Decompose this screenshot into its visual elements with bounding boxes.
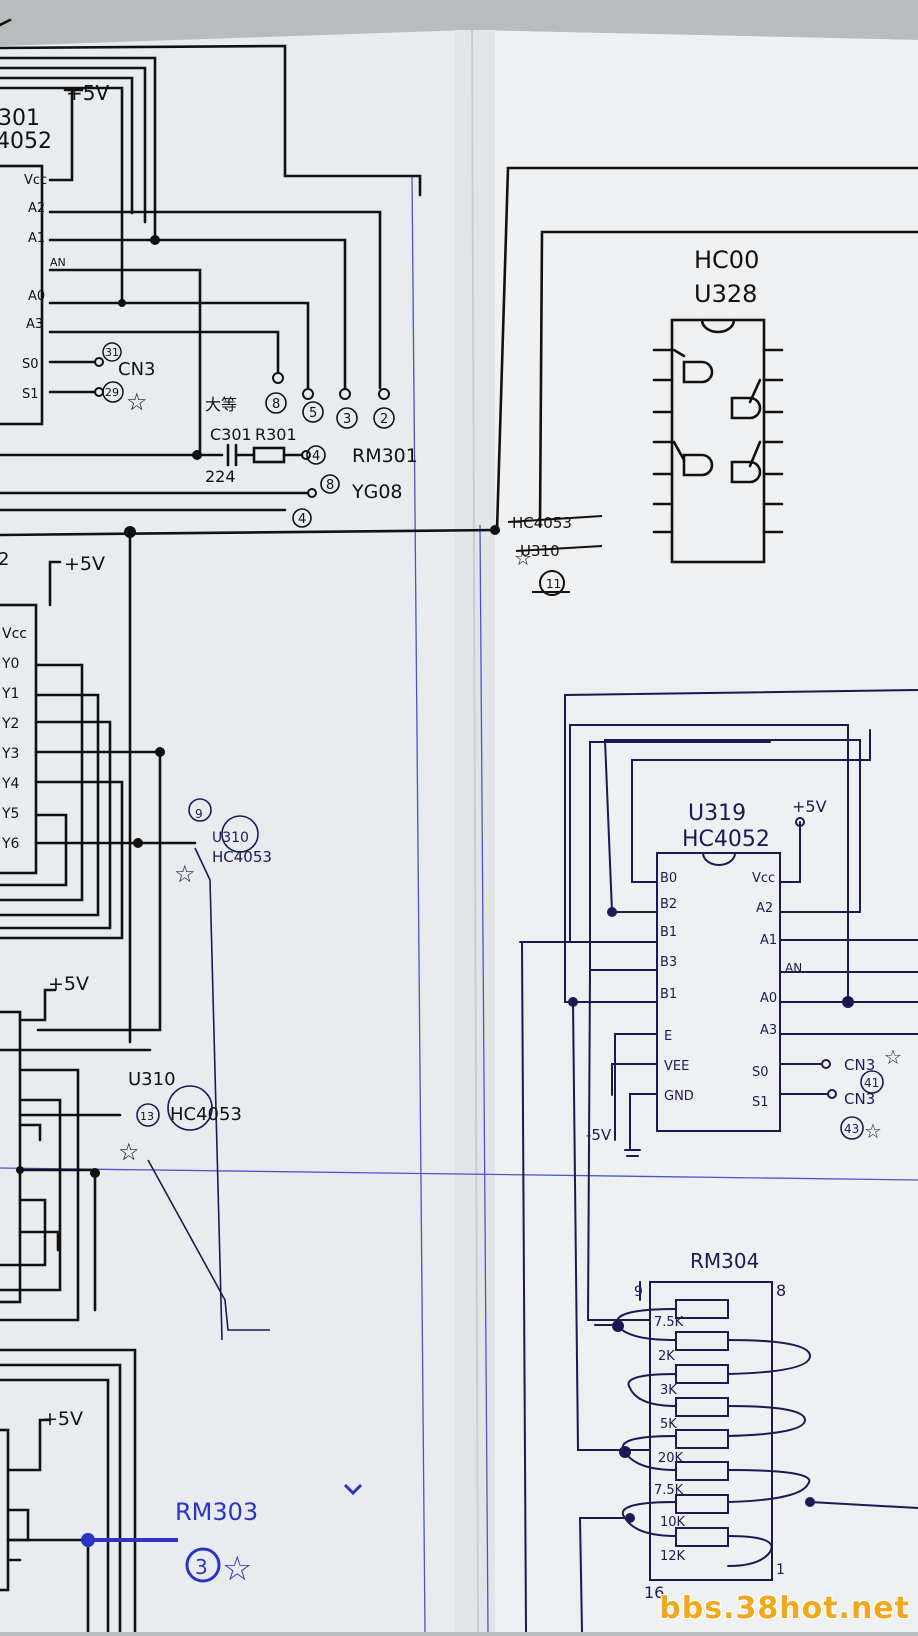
strike-u310: U310 <box>520 542 560 560</box>
yg08-label: YG08 <box>351 481 403 503</box>
cap-value: 224 <box>205 467 236 486</box>
resistor-value: 2K <box>658 1349 675 1364</box>
star-mark-icon: ☆ <box>126 388 148 416</box>
pin-label: GND <box>664 1089 694 1104</box>
pin-label: Y6 <box>1 836 20 852</box>
star-mark-icon: ☆ <box>864 1119 882 1143</box>
pin-label: B0 <box>660 871 677 886</box>
pin-mark: 29 <box>105 386 119 399</box>
pin-label: Vcc <box>24 173 47 188</box>
circled-number: 5 <box>309 406 317 421</box>
pin-label: B2 <box>660 897 677 912</box>
rm304-label: RM304 <box>690 1249 759 1273</box>
hidden-id-text: 301 <box>0 106 40 131</box>
pin-label: AN <box>785 961 802 975</box>
pin-label: B1 <box>660 987 677 1002</box>
hidden-part-text: 4052 <box>0 129 52 154</box>
star-mark-icon: ☆ <box>514 546 532 570</box>
rm303-label: RM303 <box>175 1498 258 1526</box>
strike-num: 11 <box>546 577 561 591</box>
pin-label: Vcc <box>752 871 775 886</box>
star-mark-icon: ☆ <box>884 1045 902 1069</box>
note-u310: U310 <box>128 1069 176 1090</box>
resistor-value: 10K <box>660 1515 686 1530</box>
pin-label: Vcc <box>2 626 27 642</box>
circled-number: 4 <box>312 449 320 464</box>
resistor-value: 7.5K <box>654 1483 684 1498</box>
chip-ref-partial: 2 <box>0 549 9 570</box>
note-pin: 13 <box>140 1110 154 1123</box>
pin-label: Y0 <box>1 656 19 672</box>
hc00-ref-label: U328 <box>694 280 757 308</box>
star-mark-icon: ☆ <box>222 1549 252 1589</box>
supply-label: +5V <box>792 797 827 816</box>
pin-label: S0 <box>22 357 39 372</box>
pin-label: Y2 <box>1 716 19 732</box>
note-hc4053: HC4053 <box>212 848 272 866</box>
pin-label: A1 <box>760 933 777 948</box>
cn3-label: CN3 <box>844 1090 875 1108</box>
supply-label: +5V <box>66 81 109 105</box>
supply-label: +5V <box>64 553 105 575</box>
note-num: 9 <box>195 807 203 821</box>
circled-number: 4 <box>298 512 306 527</box>
rm301-label: RM301 <box>352 445 418 467</box>
pin-label: S1 <box>22 387 39 402</box>
resistor-value: 12K <box>660 1549 686 1564</box>
pin-label: A0 <box>28 289 45 304</box>
pin-label: A0 <box>760 991 777 1006</box>
rm304-pin: 9 <box>634 1284 643 1300</box>
circled-number: 8 <box>272 397 280 412</box>
pin-label: VEE <box>664 1059 689 1074</box>
rm304-pin: 1 <box>776 1562 785 1578</box>
pin-label: A2 <box>28 201 45 216</box>
resistor-value: 5K <box>660 1417 677 1432</box>
resistor-value: 7.5K <box>654 1315 684 1330</box>
rm303-pin: 3 <box>195 1555 208 1579</box>
note-u310: U310 <box>212 830 249 846</box>
u319-part-label: HC4052 <box>682 827 770 852</box>
rm304-pin: 16 <box>644 1583 664 1602</box>
pin-label: Y1 <box>1 686 19 702</box>
pin-label: Y3 <box>1 746 19 762</box>
pin-label: B3 <box>660 955 677 970</box>
note-hc4053: HC4053 <box>170 1104 242 1125</box>
star-mark-icon: ☆ <box>174 860 196 888</box>
pin-label: S1 <box>752 1095 769 1110</box>
circled-number: 2 <box>380 412 388 427</box>
neg-supply-label: -5V <box>586 1126 612 1144</box>
hc00-part-label: HC00 <box>694 246 759 274</box>
cap-note: 大等 <box>205 395 237 414</box>
pin-label: Y5 <box>1 806 19 822</box>
r301-label: R301 <box>255 425 297 444</box>
u319-ref-label: U319 <box>688 801 746 826</box>
resistor-value: 3K <box>660 1383 677 1398</box>
c301-label: C301 <box>210 425 252 444</box>
rm304-pin: 8 <box>776 1281 786 1300</box>
circled-number: 8 <box>326 478 334 493</box>
resistor-value: 20K <box>658 1451 684 1466</box>
pin-label: A2 <box>756 901 773 916</box>
pin-label: E <box>664 1029 672 1044</box>
pin-mark: 43 <box>844 1122 859 1136</box>
pin-mark: 41 <box>864 1076 879 1090</box>
watermark: bbs.38hot.net <box>659 1591 910 1626</box>
pin-label: S0 <box>752 1065 769 1080</box>
supply-label: +5V <box>42 1408 83 1430</box>
pin-label: AN <box>50 256 66 269</box>
pin-label: A3 <box>760 1023 777 1038</box>
pin-label: A3 <box>26 317 43 332</box>
strike-hc4053: HC4053 <box>512 514 572 532</box>
star-mark-icon: ☆ <box>118 1138 140 1166</box>
connector-label: CN3 <box>118 359 156 380</box>
pin-label: Y4 <box>1 776 20 792</box>
cn3-label: CN3 <box>844 1056 875 1074</box>
pin-label: B1 <box>660 925 677 940</box>
supply-label: +5V <box>48 973 89 995</box>
pin-label: A1 <box>28 231 45 246</box>
pin-mark: 31 <box>105 346 119 359</box>
circled-number: 3 <box>343 412 351 427</box>
